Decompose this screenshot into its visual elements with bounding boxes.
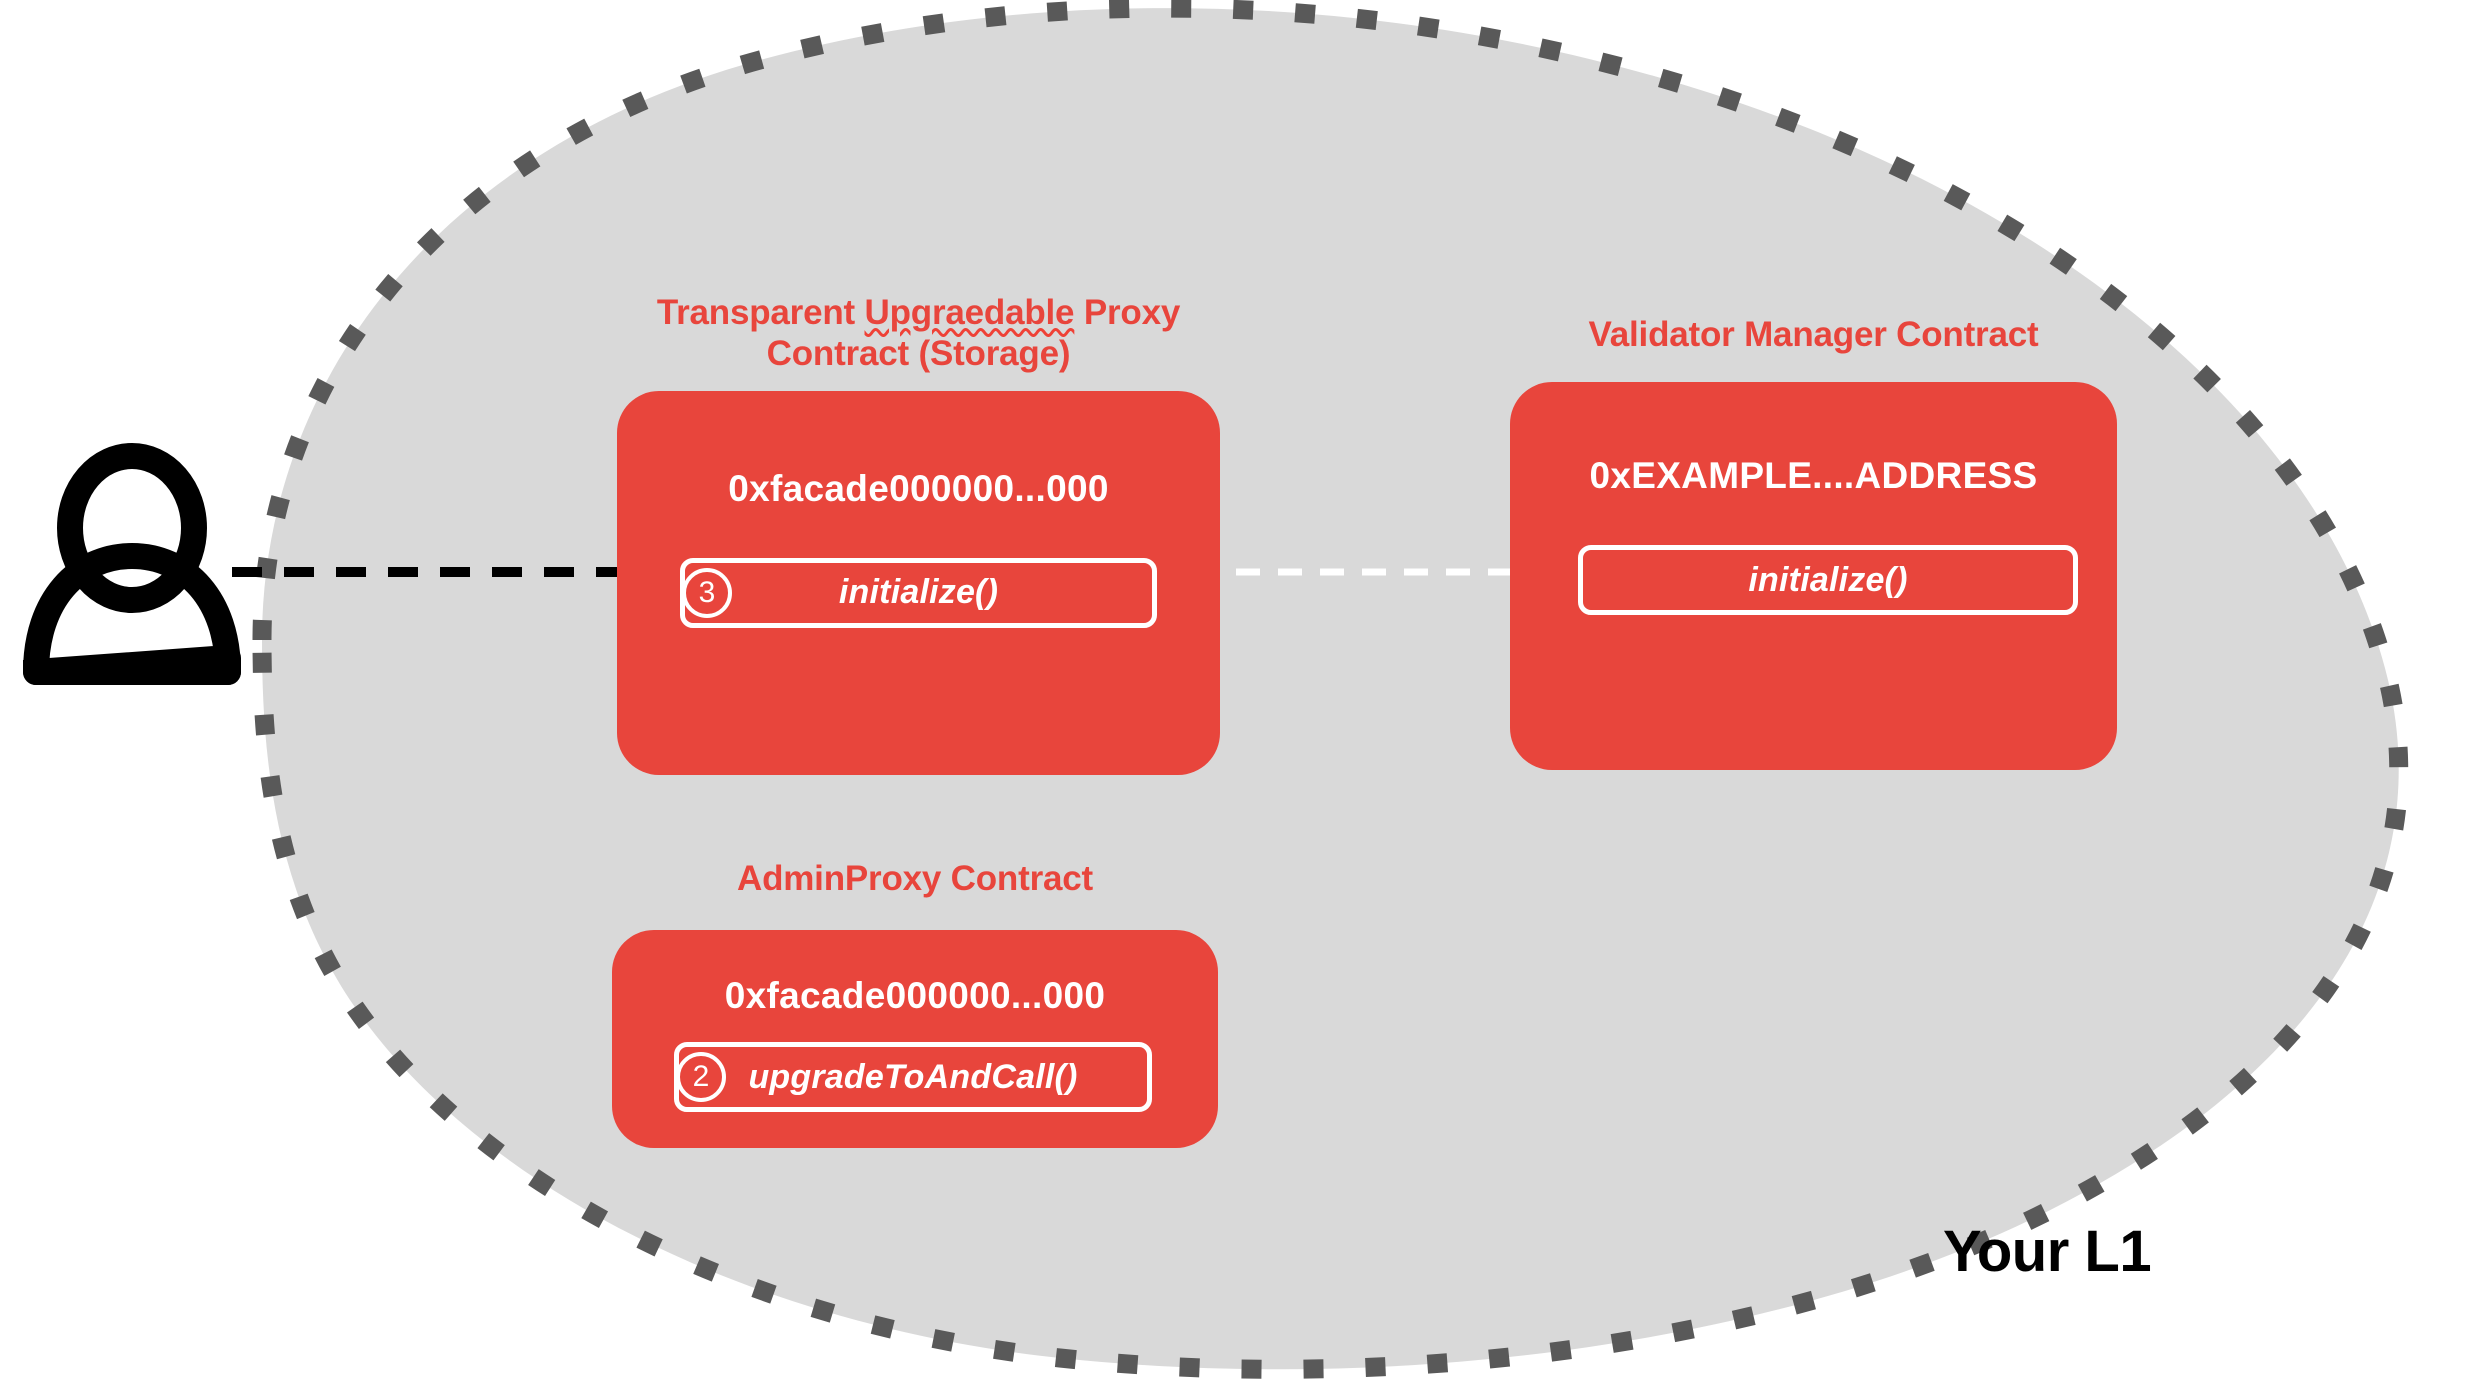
- contract-address-proxy: 0xfacade000000...000: [728, 467, 1109, 509]
- contract-card-proxy[interactable]: 0xfacade000000...000 3 initialize(): [617, 390, 1220, 775]
- method-box-validator-initialize[interactable]: initialize(): [1578, 545, 2078, 616]
- region-dotted-border: [252, 0, 2409, 1379]
- contract-title-validator: Validator Manager Contract: [1588, 315, 2039, 354]
- step-badge-3: 3: [682, 567, 732, 618]
- method-box-admin-upgradetoandcall[interactable]: 2 upgradeToAndCall(): [674, 1042, 1152, 1113]
- contract-address-validator: 0xEXAMPLE....ADDRESS: [1589, 455, 2038, 497]
- contract-card-validator[interactable]: 0xEXAMPLE....ADDRESS initialize(): [1510, 382, 2117, 771]
- contract-title-proxy-part1: Transparent: [656, 293, 865, 332]
- method-box-proxy-initialize[interactable]: 3 initialize(): [680, 557, 1157, 628]
- contract-title-proxy-misspelled: Upgraedable: [864, 293, 1075, 332]
- method-label-proxy-initialize: initialize(): [838, 573, 999, 612]
- method-label-admin-upgradetoandcall: upgradeToAndCall(): [748, 1057, 1078, 1096]
- contract-address-admin: 0xfacade000000...000: [724, 975, 1106, 1017]
- contract-title-proxy-line2: Contract (Storage): [766, 334, 1071, 374]
- person-icon: [23, 443, 241, 685]
- contract-title-proxy-part2: Proxy: [1074, 293, 1181, 332]
- step-badge-2: 2: [676, 1052, 726, 1103]
- contract-card-admin[interactable]: 0xfacade000000...000 2 upgradeToAndCall(…: [612, 930, 1218, 1149]
- method-label-validator-initialize: initialize(): [1748, 560, 1908, 599]
- contract-group-validator: Validator Manager Contract 0xEXAMPLE....…: [1510, 314, 2117, 771]
- region-label-your-l1: Your L1: [1943, 1219, 2152, 1284]
- contract-title-admin: AdminProxy Contract: [737, 859, 1093, 898]
- contract-group-admin: AdminProxy Contract 0xfacade000000...000…: [612, 858, 1218, 1149]
